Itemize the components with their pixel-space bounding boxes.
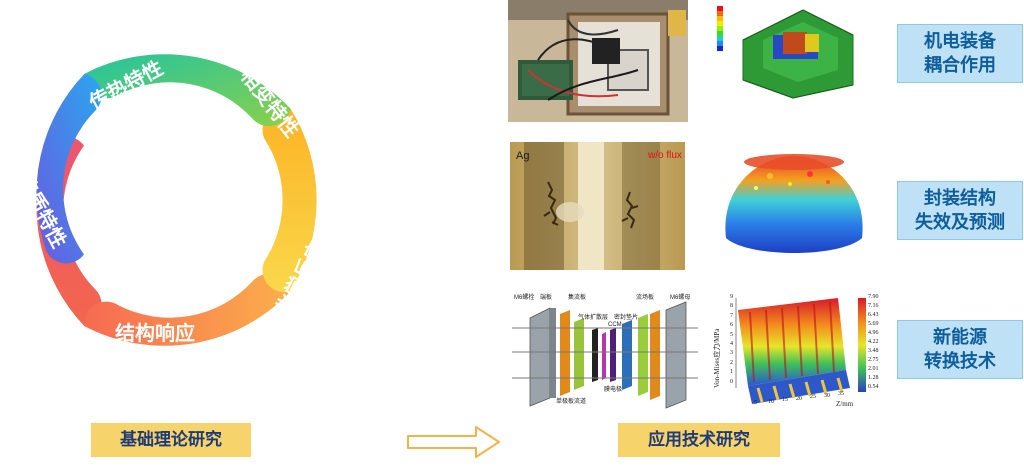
arrow-right-icon — [407, 426, 500, 458]
stress-y-tick: 0 — [730, 378, 733, 385]
stress-colorbar-label: 2.01 — [868, 366, 879, 372]
stress-y-tick: 5 — [730, 331, 733, 338]
stress-y-tick: 1 — [730, 369, 733, 376]
ring-segment-yellow — [262, 107, 317, 293]
app-box-packaging: 封装结构 失效及预测 — [897, 181, 1023, 240]
photo-test-rig — [508, 0, 688, 122]
stress-x-tick: 5 — [754, 400, 757, 406]
stress-x-tick: 15 — [782, 397, 788, 403]
stress-x-tick: 20 — [796, 395, 802, 402]
stress-colorbar-label: 5.69 — [868, 321, 879, 327]
stress-y-tick: 8 — [730, 303, 733, 310]
app-box-line2: 耦合作用 — [924, 54, 996, 76]
basic-research-label: 基础理论研究 — [91, 423, 251, 457]
ring-segment-green — [84, 54, 291, 127]
solder-dome-image — [720, 146, 868, 262]
applied-research-label: 应用技术研究 — [618, 423, 780, 457]
stress-y-tick: 6 — [730, 322, 733, 329]
app-box-new-energy: 新能源 转换技术 — [897, 320, 1023, 379]
stress-x-axis-label: Z/mm — [836, 400, 854, 408]
stress-y-tick: 9 — [730, 294, 733, 300]
stress-y-tick: 7 — [730, 312, 733, 319]
exploded-part-label: M6螺母 — [670, 295, 691, 301]
stress-x-tick: 25 — [810, 394, 816, 400]
app-box-line1: 新能源 — [933, 326, 987, 348]
micrograph-image: Ag w/o flux — [510, 142, 685, 270]
stress-y-axis-label: Von-Mises应力/MPa — [713, 328, 721, 388]
stress-colorbar-label: 7.90 — [868, 294, 879, 300]
app-box-line2: 失效及预测 — [915, 211, 1005, 233]
stress-colorbar-label: 0.54 — [868, 384, 879, 390]
app-box-line2: 转换技术 — [924, 350, 996, 372]
research-ring: 传热特性 相变特性 化学反应 结构响应 传质特性 — [12, 54, 329, 346]
stress-x-tick: 35 — [838, 391, 844, 397]
stress-colorbar-label: 3.48 — [868, 348, 879, 354]
exploded-part-label: 流场板 — [636, 295, 655, 301]
ring-segments — [36, 54, 317, 346]
app-box-electromechanical: 机电装备 耦合作用 — [897, 24, 1023, 83]
micrograph-label-ag: Ag — [516, 150, 530, 162]
stress-x-tick: 10 — [768, 398, 774, 405]
exploded-part-label: 气体扩散层 — [578, 315, 609, 321]
stress-x-tick: 30 — [824, 392, 830, 399]
exploded-part-label: 集流板 — [568, 295, 587, 301]
stress-y-tick: 3 — [730, 350, 733, 357]
exploded-part-label: CCM — [608, 322, 622, 328]
stress-colorbar-label: 6.43 — [868, 312, 879, 318]
stress-y-tick: 4 — [730, 341, 733, 347]
exploded-part-label: 单极板流道 — [556, 399, 587, 405]
fuel-cell-exploded-image: M6螺栓 端板 集流板 气体扩散层 密封垫片 CCM 膜电极 单极板流道 流场板… — [510, 288, 700, 413]
exploded-part-label: 膜电极 — [604, 387, 623, 393]
stress-colorbar-label: 1.28 — [868, 375, 879, 381]
stress-colorbar-label: 4.96 — [868, 330, 879, 336]
exploded-part-label: M6螺栓 — [514, 295, 535, 301]
exploded-part-label: 密封垫片 — [614, 315, 639, 321]
stress-y-tick: 2 — [730, 359, 733, 366]
ring-label-structural-response: 结构响应 — [115, 321, 195, 345]
ring-segment-orange — [84, 273, 291, 346]
stress-colorbar-label: 2.75 — [868, 357, 879, 363]
fe-model-image — [713, 0, 863, 100]
stress-colorbar-label: 7.16 — [868, 303, 879, 309]
app-box-line1: 机电装备 — [924, 30, 996, 52]
stress-colorbar-label: 4.22 — [868, 339, 879, 345]
exploded-part-label: 端板 — [540, 295, 553, 301]
app-box-line1: 封装结构 — [924, 187, 996, 209]
ring-segment-blue — [36, 73, 102, 264]
micrograph-label-flux: w/o flux — [648, 150, 682, 161]
